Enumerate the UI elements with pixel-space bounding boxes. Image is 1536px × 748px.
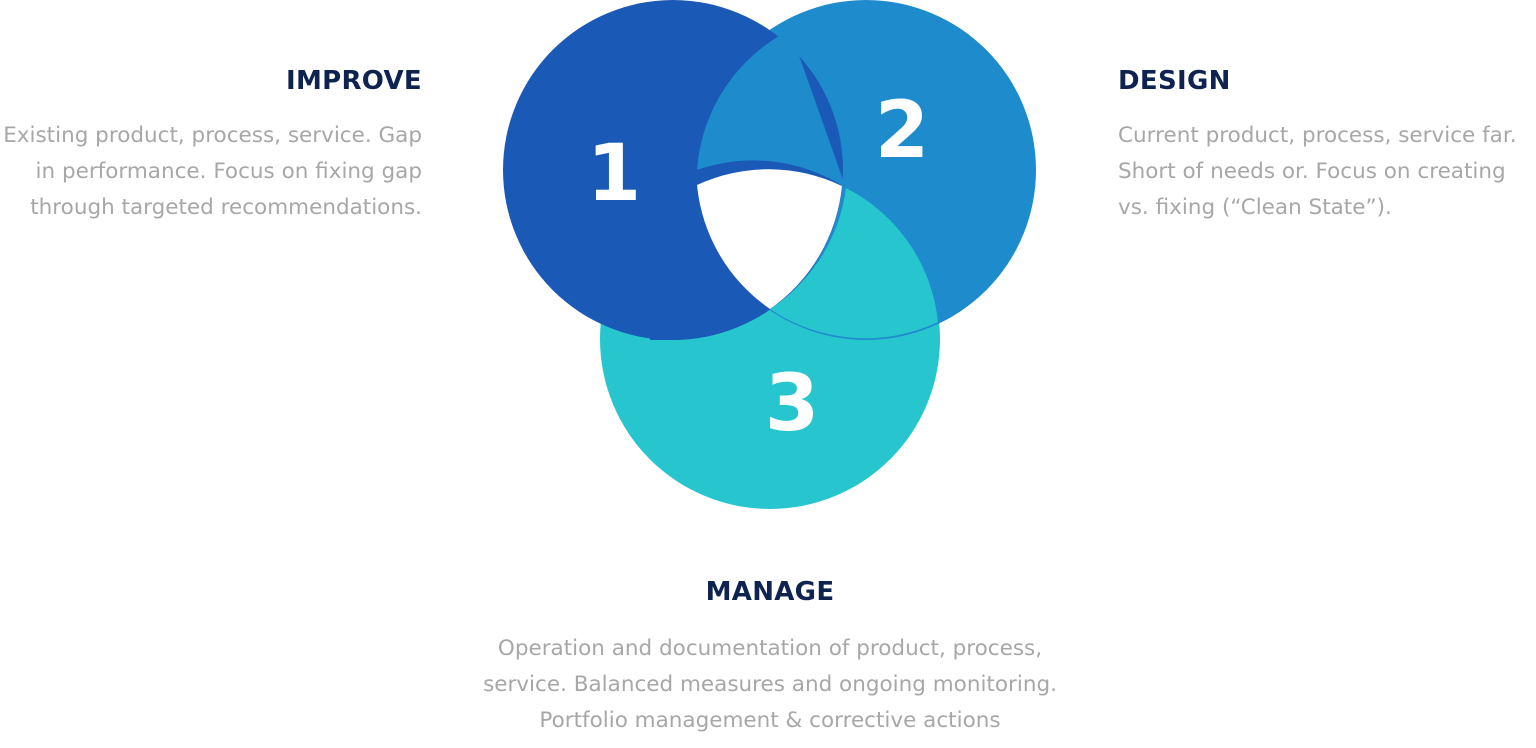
manage-description-line: service. Balanced measures and ongoing m… — [483, 672, 1057, 697]
manage-description: Operation and documentation of product, … — [0, 631, 1536, 739]
design-description-line: Current product, process, service far. — [1118, 123, 1517, 148]
improve-description-line: Existing product, process, service. Gap — [3, 123, 422, 148]
manage-description-line: Operation and documentation of product, … — [497, 636, 1043, 661]
improve-description-line: through targeted recommendations. — [30, 195, 422, 220]
design-description-line: Short of needs or. Focus on creating — [1118, 159, 1506, 184]
circle-1-number: 1 — [587, 129, 641, 219]
circle-1-weave-bottom — [650, 300, 770, 340]
circle-2-number: 2 — [875, 86, 929, 176]
design-description: Current product, process, service far. S… — [1118, 118, 1517, 226]
improve-description-line: in performance. Focus on fixing gap — [35, 159, 422, 184]
design-heading: DESIGN — [1118, 66, 1231, 96]
improve-heading: IMPROVE — [285, 66, 422, 96]
manage-description-line: Portfolio management & corrective action… — [539, 708, 1001, 733]
circle-3-number: 3 — [765, 359, 819, 449]
center-gap — [697, 169, 842, 309]
circle-3-weave-overlap — [770, 188, 938, 339]
design-description-line: vs. fixing (“Clean State”). — [1118, 195, 1392, 220]
improve-description: Existing product, process, service. Gap … — [3, 118, 422, 226]
manage-heading: MANAGE — [705, 577, 835, 607]
circle-2-weave-overlap — [697, 30, 846, 188]
